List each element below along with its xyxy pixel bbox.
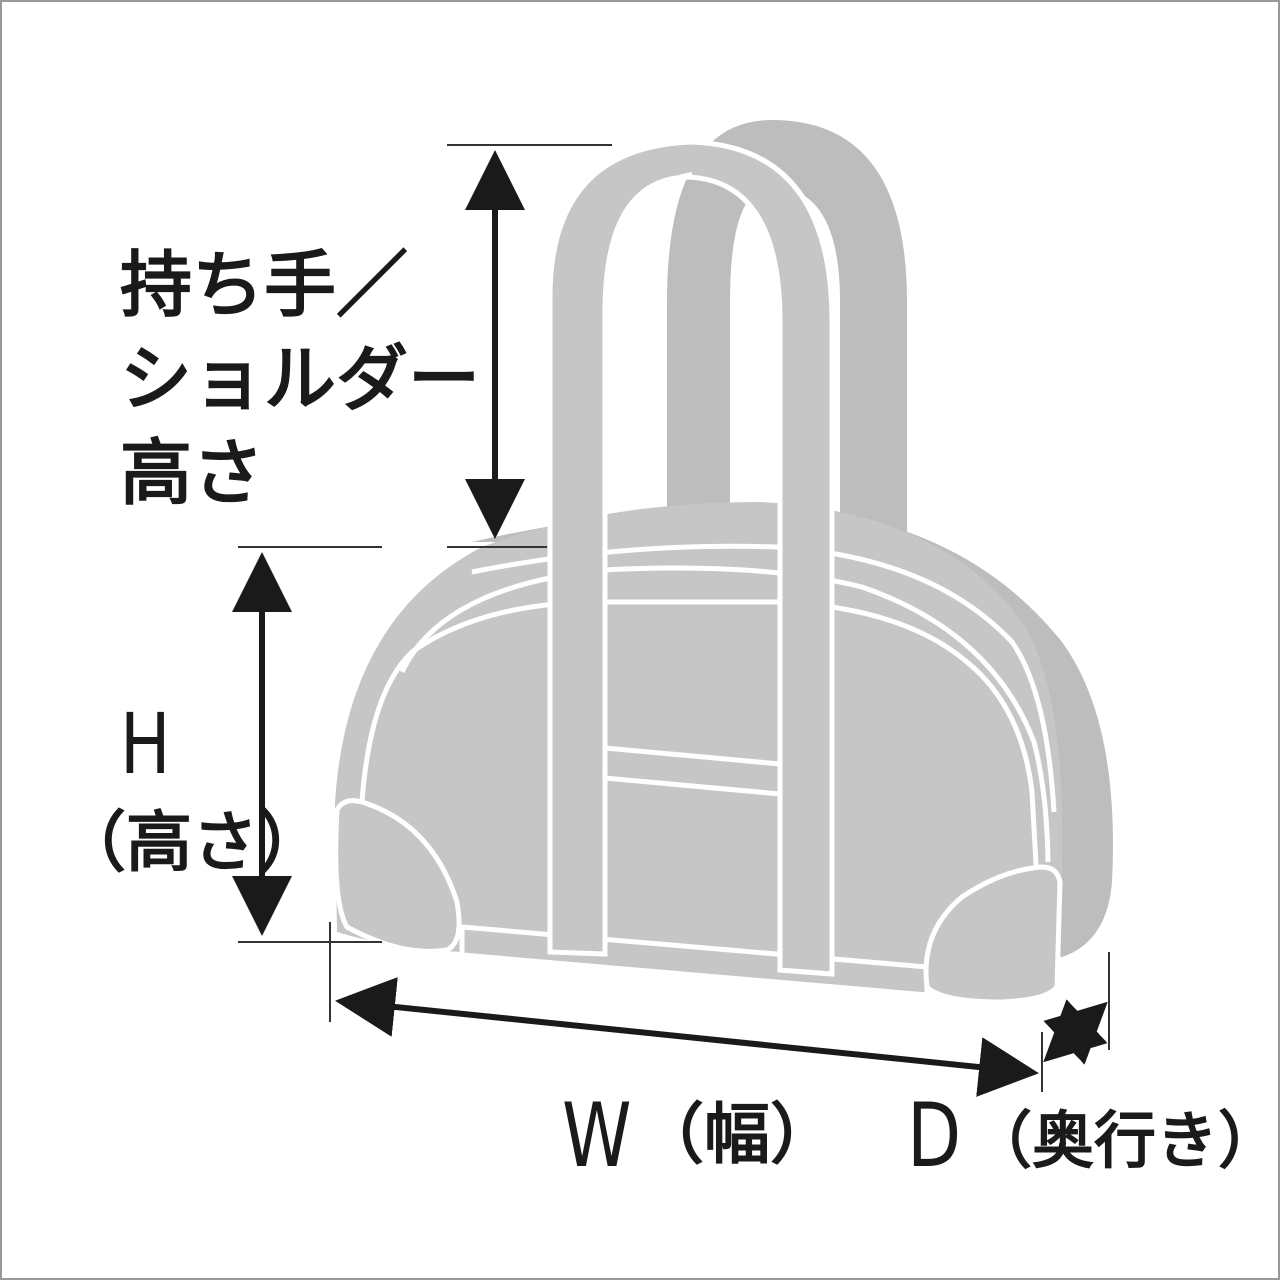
width-arrow — [335, 977, 1039, 1097]
front-panel-outline — [359, 599, 1040, 883]
depth-caption: （奥行き） — [970, 1104, 1280, 1177]
pocket-line — [604, 745, 781, 767]
pocket-line — [604, 775, 781, 797]
handle-height-label-line: 持ち手／ — [120, 243, 409, 327]
rim-band-line — [399, 565, 1051, 863]
front-handle-inner-edge — [628, 172, 693, 243]
width-letter: W — [562, 1084, 632, 1187]
back-handle — [667, 120, 907, 532]
rim-band-line — [471, 543, 1057, 813]
depth-letter: D — [907, 1084, 962, 1187]
corner-cap-left — [333, 798, 462, 954]
width-caption: （幅） — [638, 1096, 836, 1173]
height-letter: H — [120, 695, 171, 793]
handle-height-label: 持ち手／ ショルダー 高さ — [120, 238, 480, 520]
height-caption: （高さ） — [60, 804, 324, 881]
handle-height-label-line: ショルダー — [120, 337, 481, 421]
handle-height-label-line: 高さ — [120, 431, 265, 515]
bag-body — [335, 502, 1063, 996]
front-handle — [547, 139, 835, 977]
depth-arrow — [1043, 999, 1108, 1065]
